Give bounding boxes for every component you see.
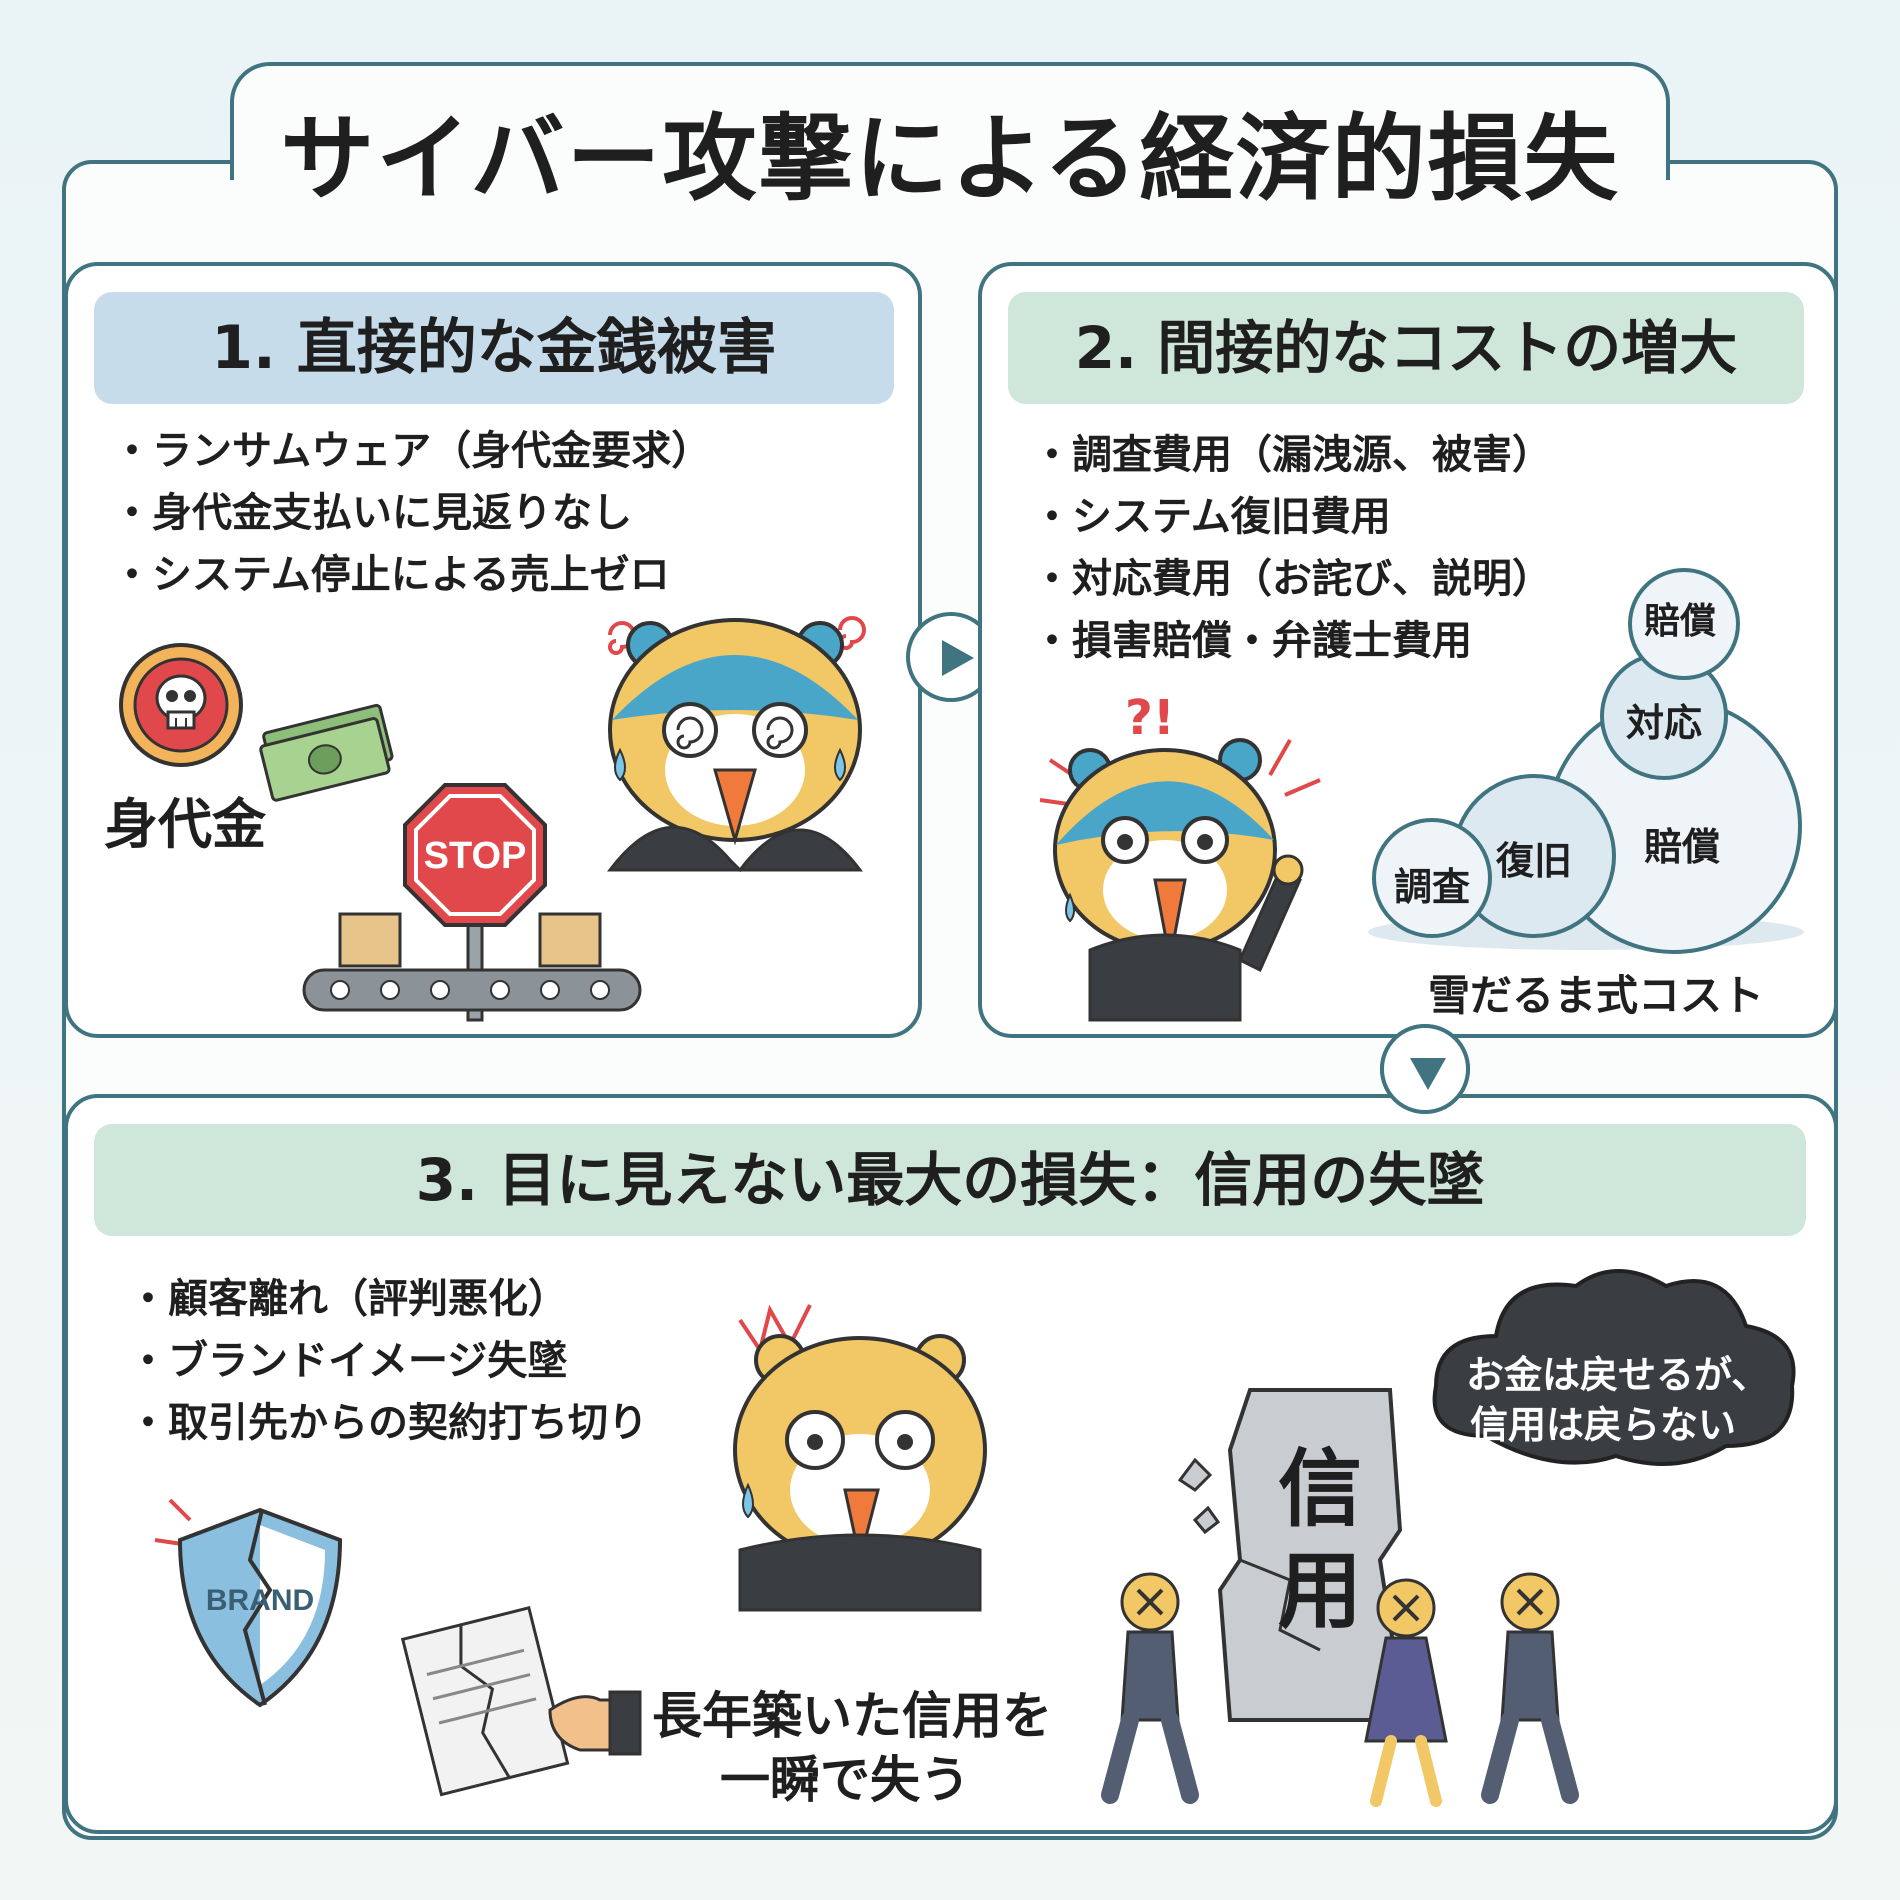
trust-caption-line1: 長年築いた信用を xyxy=(652,1687,1052,1745)
section2-heading: 2. 間接的なコストの増大 xyxy=(1008,292,1804,404)
monument-char: 信 xyxy=(1278,1440,1363,1538)
exclaim-mark: ?! xyxy=(1125,690,1175,746)
snowball-label: 対応 xyxy=(1626,701,1703,745)
bullet-item: ・身代金支払いに見返りなし xyxy=(112,490,632,536)
dizzy-hamster-icon xyxy=(606,616,866,873)
broken-shield-icon: BRAND xyxy=(154,1498,343,1708)
snowball-top1 xyxy=(1628,568,1740,680)
cloud-text-line2: 信用は戻らない xyxy=(1470,1403,1737,1447)
bullet-item: ・調査費用（漏洩源、被害） xyxy=(1032,432,1552,478)
monument-char: 用 xyxy=(1278,1542,1363,1640)
bullet-item: ・システム停止による売上ゼロ xyxy=(112,552,670,598)
section1-heading: 1. 直接的な金銭被害 xyxy=(94,292,894,404)
leaving-person-icon xyxy=(1481,1572,1579,1804)
snowball-small xyxy=(1372,818,1492,938)
bullet-item: ・システム復旧費用 xyxy=(1032,494,1391,540)
conveyor-belt-icon xyxy=(302,912,642,1012)
section2-bullets: ・調査費用（漏洩源、被害） ・システム復旧費用 ・対応費用（お詫び、説明） ・損… xyxy=(1032,424,1552,672)
brand-text: BRAND xyxy=(206,1584,314,1617)
stop-sign-icon: STOP xyxy=(403,783,547,1022)
title-tab xyxy=(230,62,1670,180)
shocked-hamster-icon xyxy=(1039,738,1321,1022)
trust-caption-line2: 一瞬で失う xyxy=(720,1751,970,1809)
ransom-label: 身代金 xyxy=(104,793,266,856)
stop-sign-text: STOP xyxy=(424,835,527,877)
bullet-item: ・取引先からの契約打ち切り xyxy=(128,1400,648,1446)
bullet-item: ・ブランドイメージ失墜 xyxy=(128,1338,568,1384)
section3-heading: 3. 目に見えない最大の損失：信用の失墜 xyxy=(94,1124,1806,1236)
snowball-caption: 雪だるま式コスト xyxy=(1428,971,1765,1020)
crumbling-monument-icon xyxy=(1177,1388,1408,1722)
bullet-item: ・対応費用（お詫び、説明） xyxy=(1032,556,1552,602)
page-title: サイバー攻撃による経済的損失 xyxy=(280,105,1620,214)
section3-bullets: ・顧客離れ（評判悪化） ・ブランドイメージ失墜 ・取引先からの契約打ち切り xyxy=(128,1268,648,1454)
section1-bullets: ・ランサムウェア（身代金要求） ・身代金支払いに見返りなし ・システム停止による… xyxy=(112,420,711,606)
bullet-item: ・ランサムウェア（身代金要求） xyxy=(112,428,712,474)
leaving-person-icon xyxy=(1101,1572,1199,1804)
dark-cloud-icon xyxy=(1432,1269,1796,1466)
snowball-label: 賠償 xyxy=(1644,601,1717,642)
snowball-label: 賠償 xyxy=(1644,825,1721,869)
torn-contract-icon xyxy=(400,1606,642,1797)
leaving-person-icon xyxy=(1364,1578,1448,1807)
bullet-item: ・損害賠償・弁護士費用 xyxy=(1032,618,1472,664)
bullet-item: ・顧客離れ（評判悪化） xyxy=(128,1276,568,1322)
arrow-down-overlay xyxy=(1380,1024,1470,1114)
snowball-label: 復旧 xyxy=(1496,839,1573,883)
snowball-label: 調査 xyxy=(1394,865,1471,909)
cloud-text-line1: お金は戻せるが、 xyxy=(1466,1353,1770,1397)
worried-hamster-icon xyxy=(733,1304,987,1612)
money-stack-icon xyxy=(259,703,394,802)
skull-coin-icon xyxy=(119,643,243,767)
